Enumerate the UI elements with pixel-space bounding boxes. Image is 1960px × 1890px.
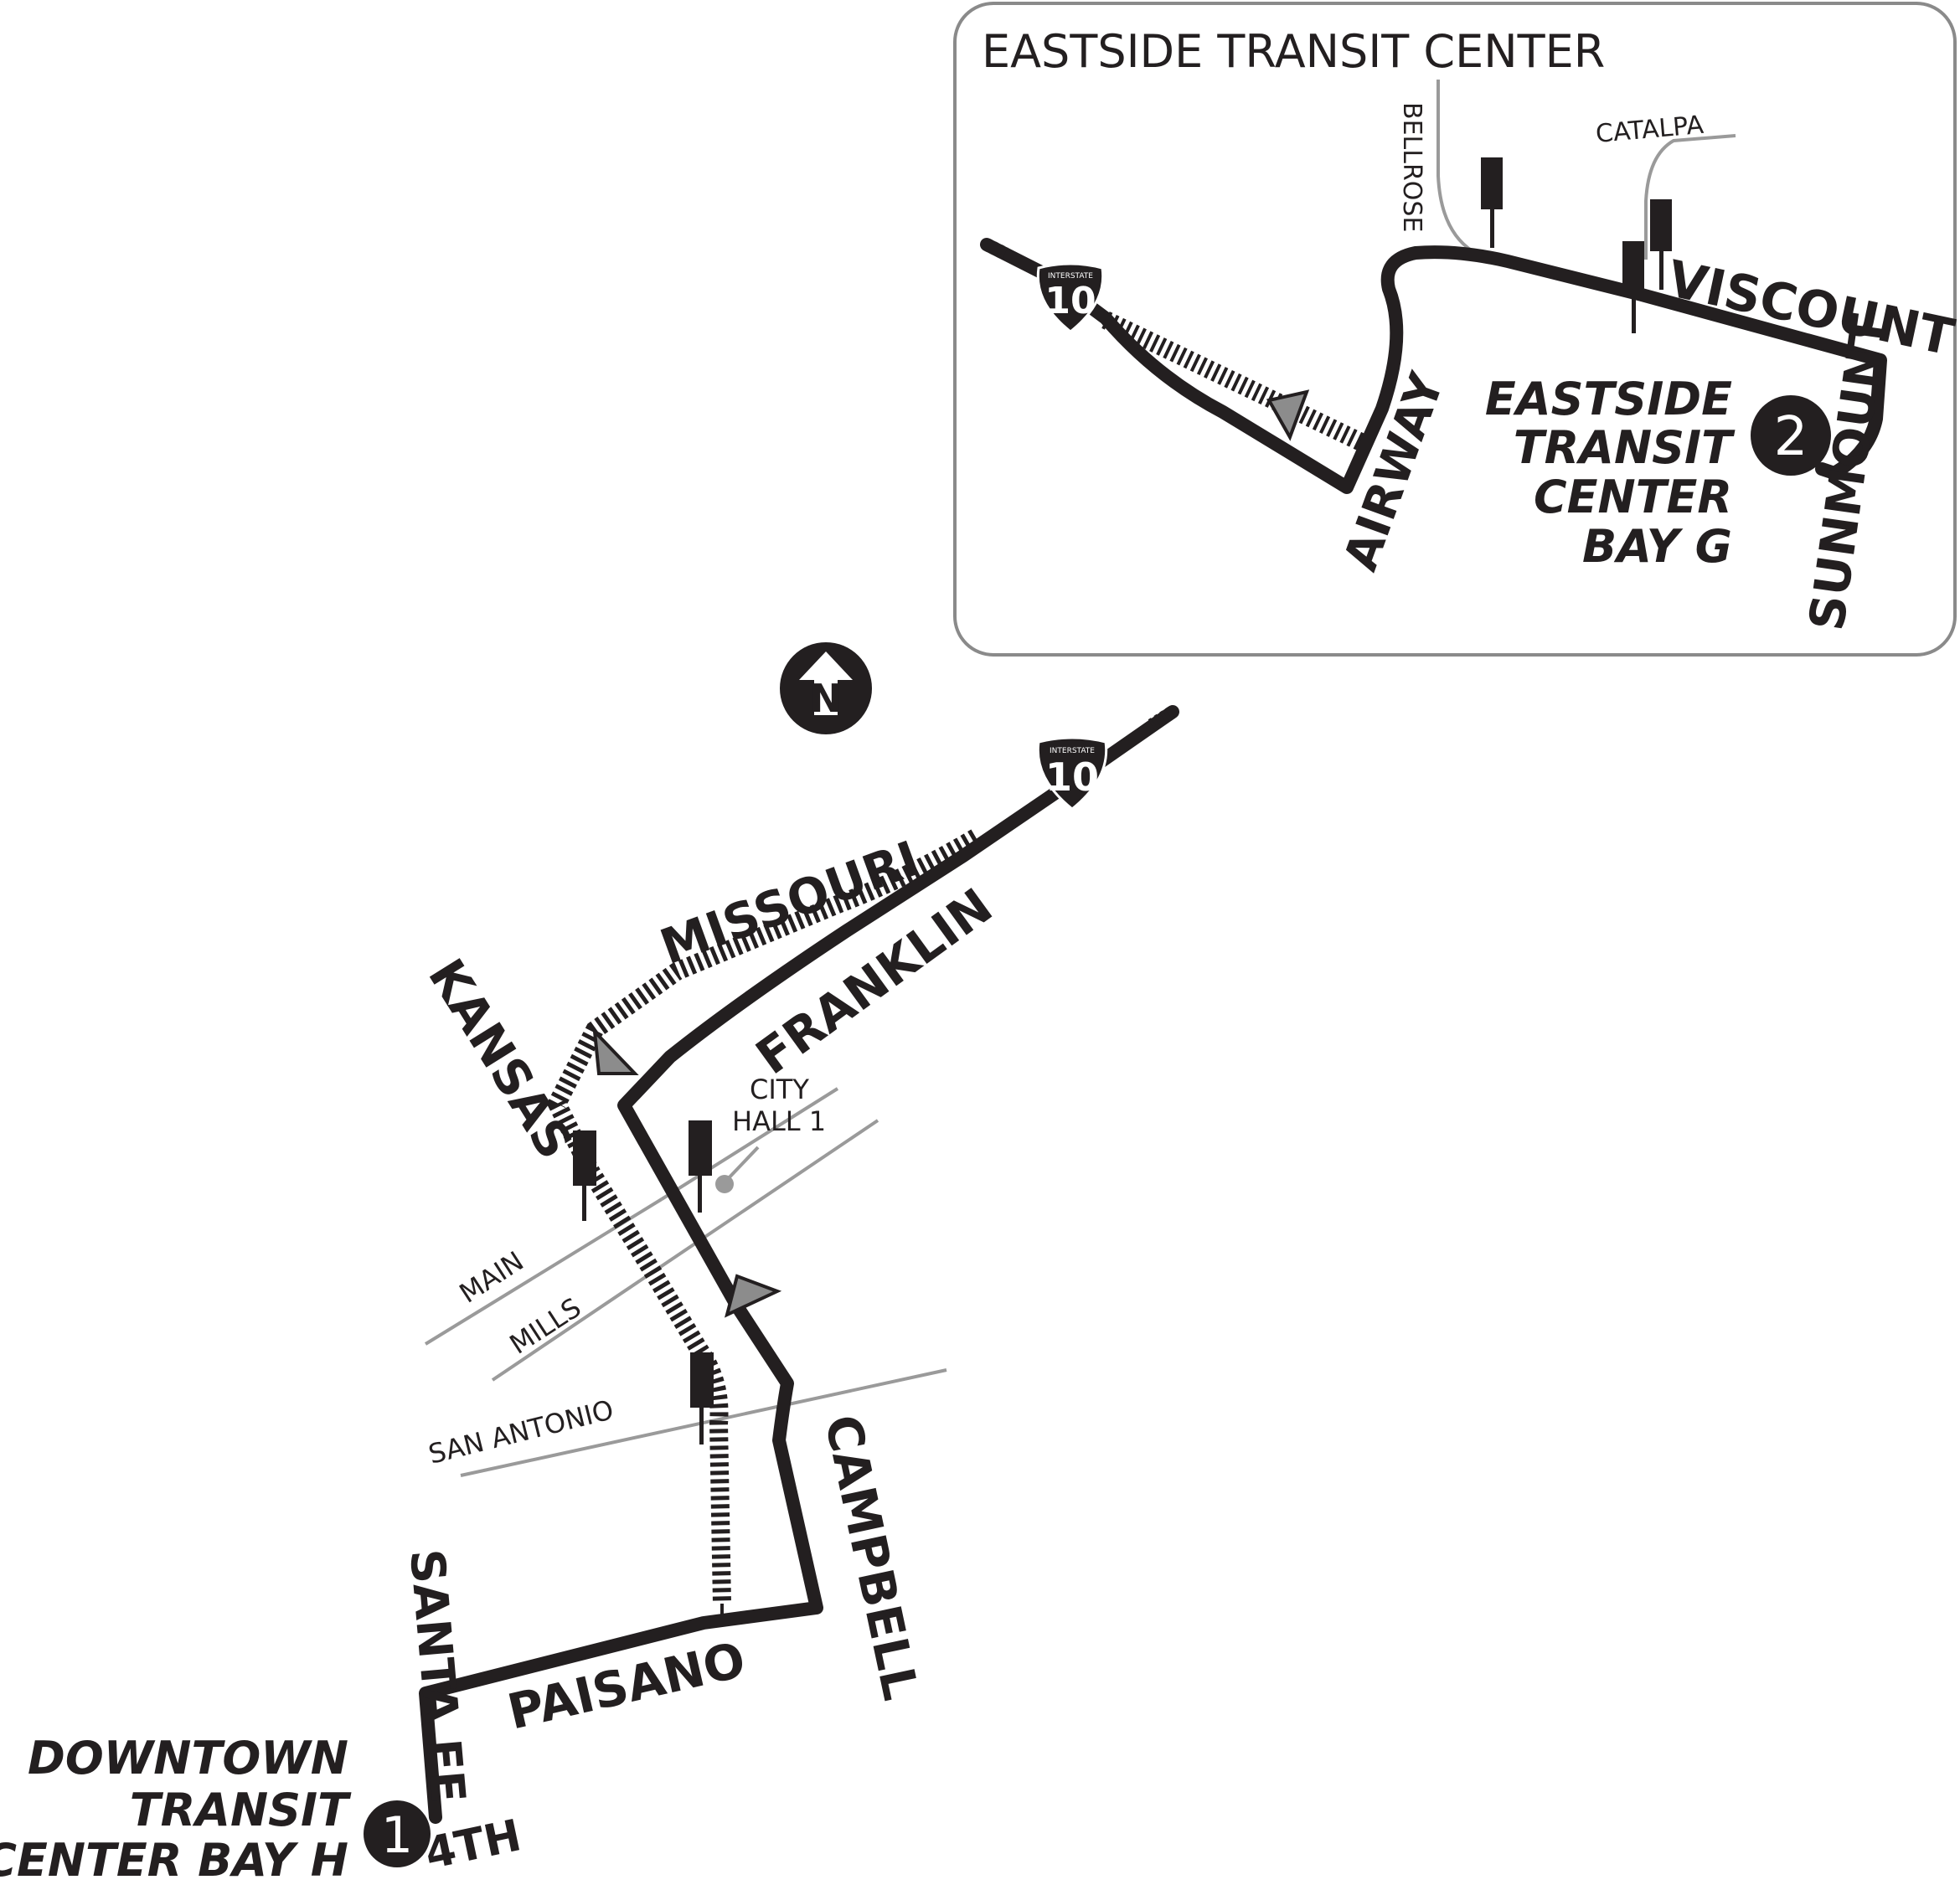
campbell-label: CAMPBELL: [813, 1410, 929, 1705]
terminal-1-number: 1: [381, 1806, 413, 1865]
main-direction-arrow-franklin: [724, 1274, 782, 1318]
interstate-shield-icon: INTERSTATE 10: [1036, 736, 1108, 811]
terminal-2-line-1: EASTSIDE: [1485, 373, 1732, 425]
terminal-2-number: 2: [1774, 406, 1808, 468]
interstate-shield-icon: INTERSTATE 10: [1036, 262, 1105, 333]
main-dashed-route: [546, 829, 981, 1604]
terminal-2-marker: 2: [1751, 395, 1831, 476]
santa-fe-label: SANTA FE: [399, 1548, 475, 1805]
main-direction-arrow-missouri: [592, 1027, 639, 1075]
main-interstate-label: INTERSTATE: [1050, 747, 1095, 755]
city-hall-line-1: CITY: [750, 1074, 809, 1105]
bus-stop-icon: [1481, 157, 1503, 248]
inset-direction-arrow: [1266, 389, 1310, 441]
main-interstate-end: [1148, 706, 1177, 731]
terminal-2-line-4: BAY G: [1582, 520, 1732, 573]
bellrose-label: BELLROSE: [1397, 102, 1426, 232]
main-interstate-number: 10: [1045, 754, 1099, 800]
inset-dashed-route: [1101, 312, 1365, 451]
terminal-2-line-2: TRANSIT: [1514, 421, 1736, 474]
kansas-label: KANSAS: [417, 949, 584, 1168]
city-hall-dot-icon: [715, 1175, 734, 1193]
main-map: N IN: [0, 642, 1179, 1887]
north-label: N: [810, 676, 843, 721]
bus-stop-icon: [573, 1130, 596, 1221]
san-antonio-label: SAN ANTONIO: [426, 1393, 617, 1470]
inset-interstate-number: 10: [1044, 280, 1096, 322]
terminal-1-marker: 1: [364, 1800, 431, 1867]
inset-frame: [953, 2, 1957, 657]
bellrose-street-line: [1436, 80, 1474, 253]
north-arrow-icon: N: [780, 642, 872, 734]
main-solid-route: [419, 705, 1179, 1824]
terminal-1-line-3: CENTER BAY H: [0, 1834, 348, 1887]
main-street-label: MAIN: [454, 1245, 529, 1310]
inset-title: EASTSIDE TRANSIT CENTER: [982, 25, 1605, 78]
terminal-2-line-3: CENTER: [1534, 471, 1732, 523]
inset-interstate-label: INTERSTATE: [1048, 272, 1093, 281]
bus-stop-icon: [689, 1120, 712, 1213]
city-hall-leader: [723, 1146, 760, 1184]
main-street-line-ext: [660, 1087, 839, 1201]
catalpa-street-line: [1644, 134, 1736, 260]
bus-stop-icon: [1622, 241, 1644, 333]
inset-solid-route: [980, 238, 1887, 494]
terminal-1-line-1: DOWNTOWN: [28, 1732, 348, 1784]
mills-street-label: MILLS: [504, 1291, 587, 1361]
mills-street-line: [491, 1119, 879, 1382]
city-hall-line-2: HALL 1: [732, 1105, 826, 1137]
inset-map: EASTSIDE TRANSIT CENTER INTERSTATE: [953, 2, 1959, 657]
bus-stop-icon: [690, 1352, 714, 1445]
bus-stop-icon: [1650, 199, 1672, 290]
terminal-1-line-2: TRANSIT: [130, 1784, 352, 1836]
